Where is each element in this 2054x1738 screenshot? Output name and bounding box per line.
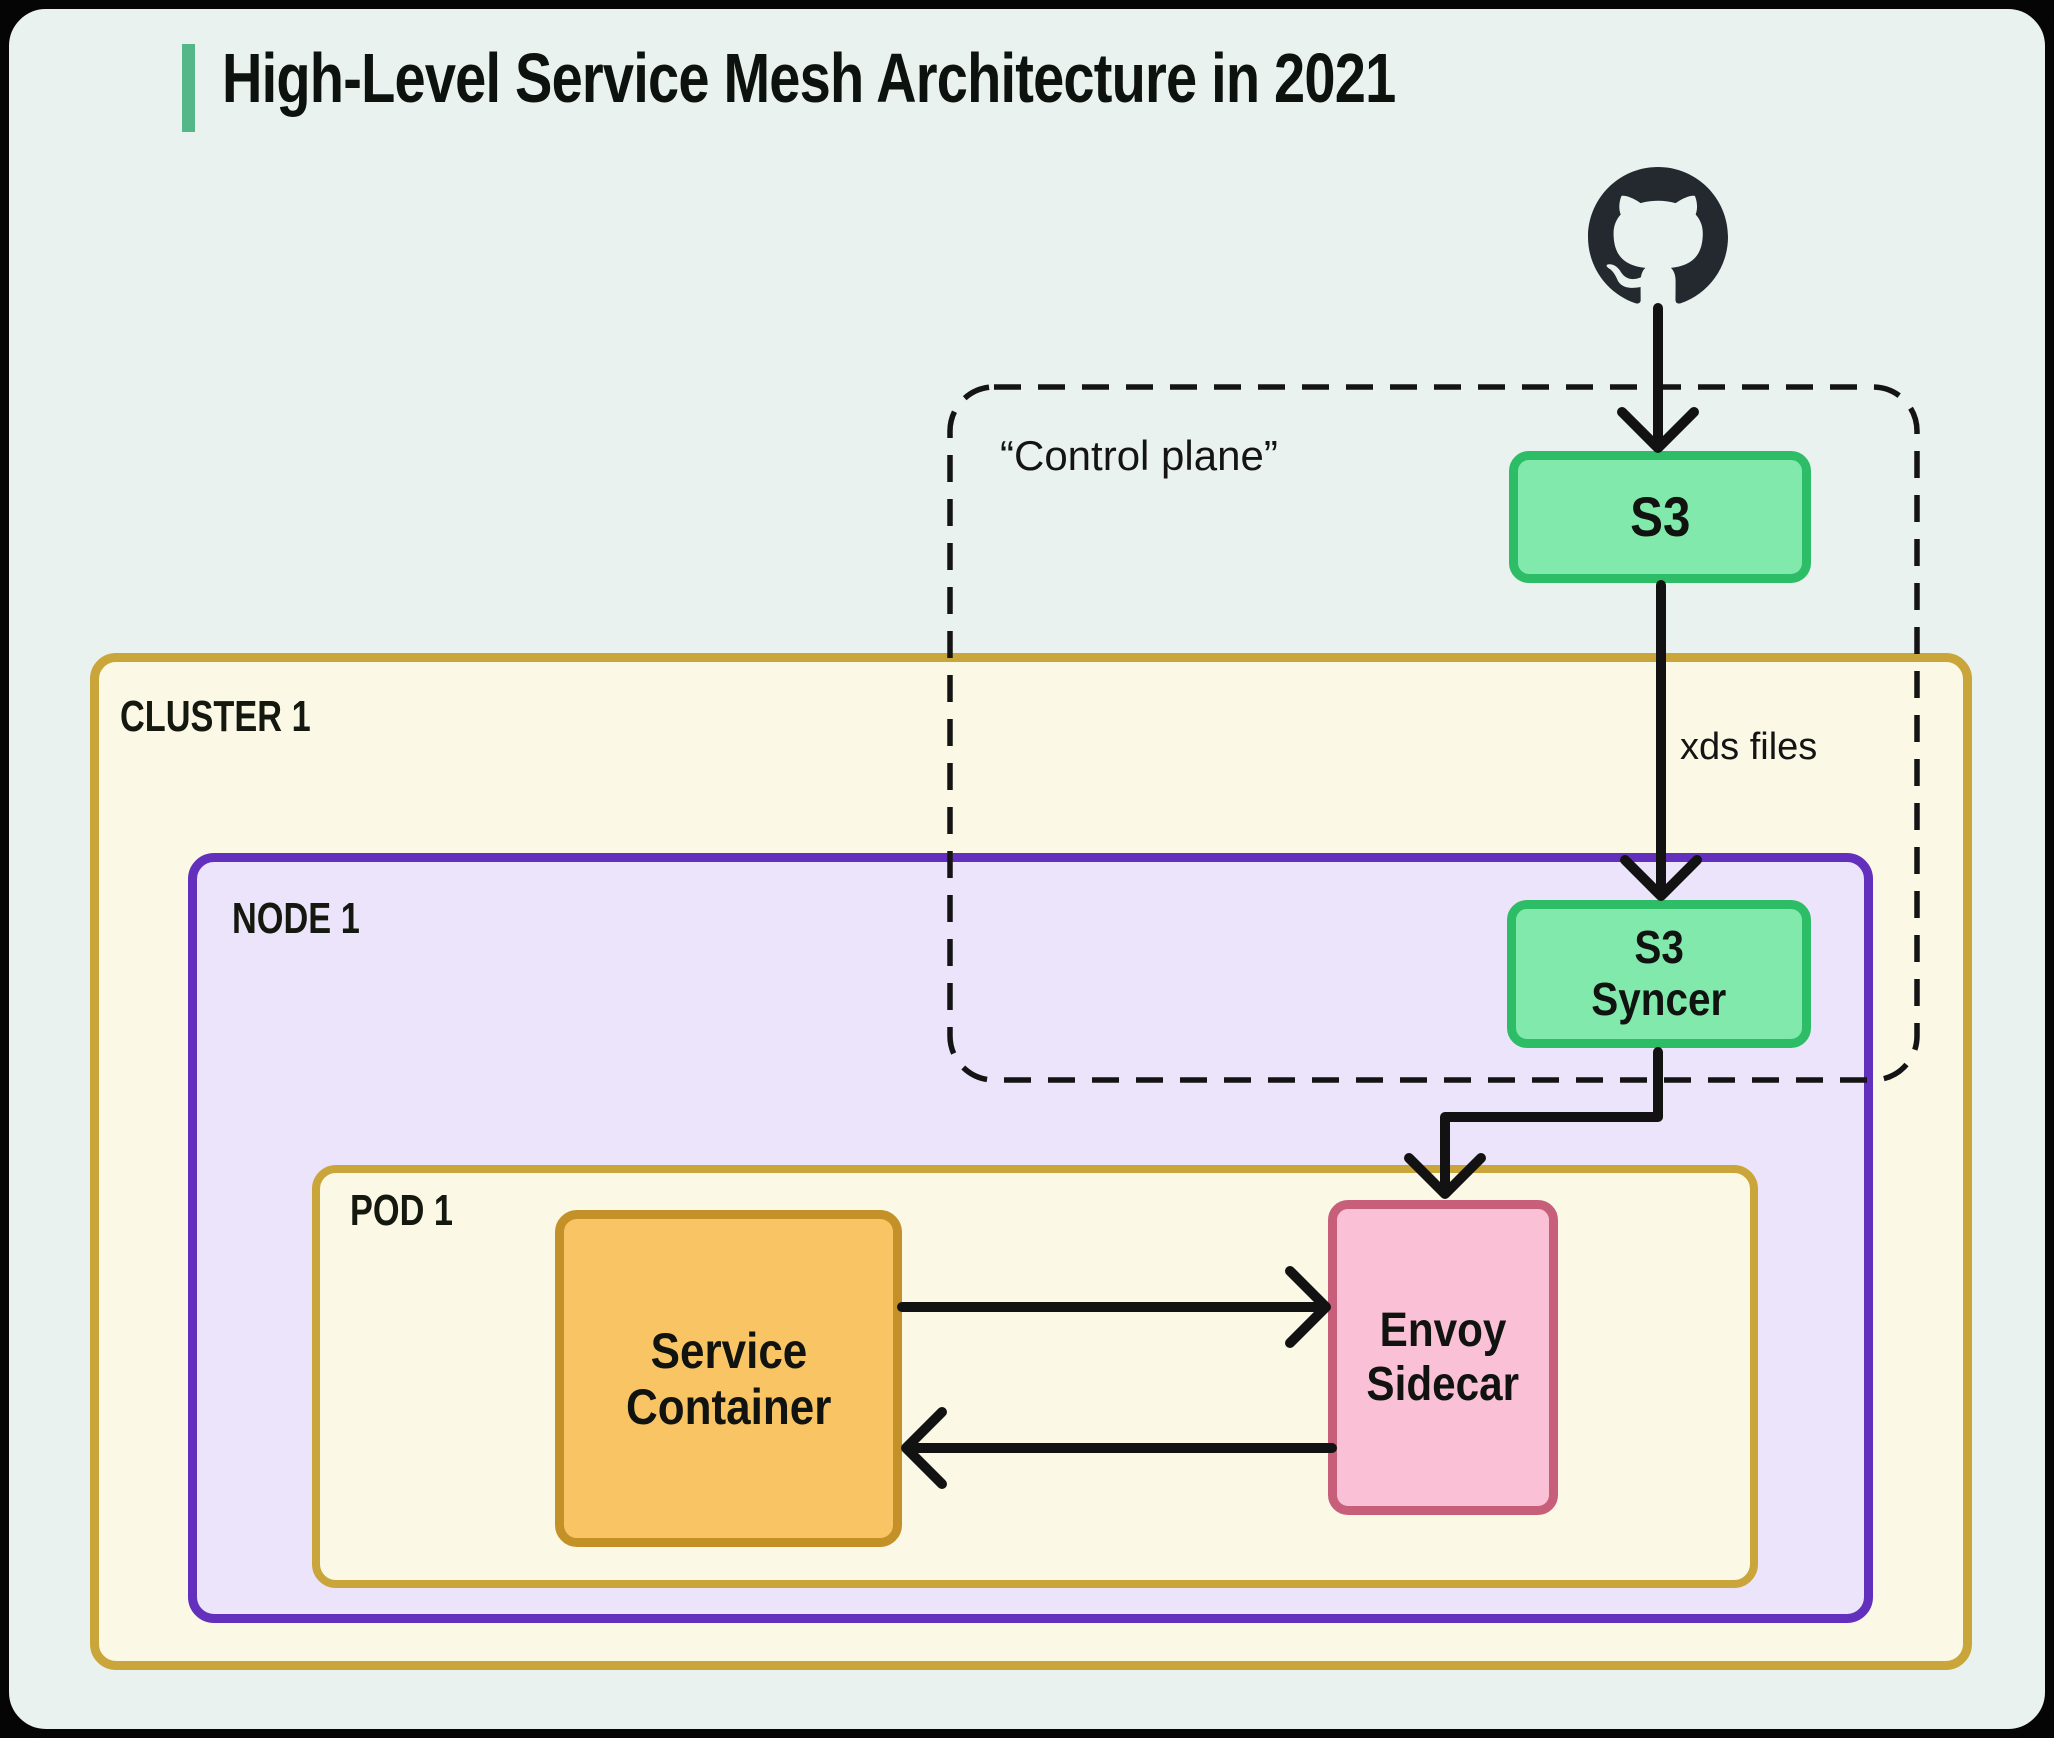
s3-syncer-box: S3 Syncer: [1507, 900, 1811, 1048]
title-accent-bar: [182, 44, 195, 132]
envoy-sidecar-box: Envoy Sidecar: [1328, 1200, 1558, 1515]
s3-syncer-label-line2: Syncer: [1591, 973, 1727, 1025]
control-plane-label: “Control plane”: [1000, 432, 1278, 479]
service-container-label-line2: Container: [625, 1378, 832, 1435]
github-icon: [1588, 167, 1728, 307]
node-label: NODE 1: [232, 894, 360, 943]
s3-box: S3: [1509, 451, 1811, 583]
page-title: High-Level Service Mesh Architecture in …: [222, 39, 1396, 117]
service-container-box: Service Container: [555, 1210, 902, 1547]
s3-syncer-label-line1: S3: [1634, 921, 1684, 974]
s3-label: S3: [1629, 484, 1691, 548]
envoy-sidecar-label-line1: Envoy: [1379, 1303, 1507, 1357]
cluster-label: CLUSTER 1: [120, 692, 311, 741]
service-container-label-line1: Service: [650, 1322, 807, 1379]
pod-label: POD 1: [350, 1186, 453, 1235]
xds-files-edge-label: xds files: [1680, 726, 1818, 768]
envoy-sidecar-label-line2: Sidecar: [1366, 1357, 1520, 1411]
